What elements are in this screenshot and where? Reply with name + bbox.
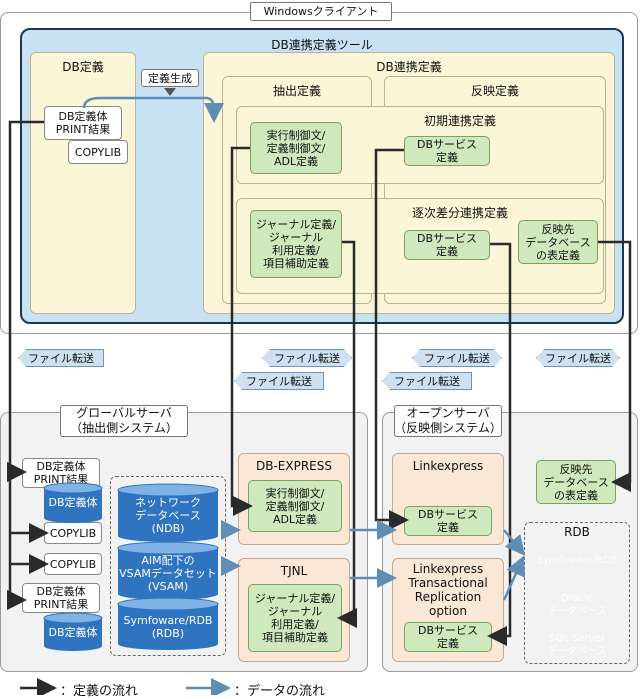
rdb-group	[524, 522, 630, 664]
db-def-copylib: COPYLIB	[68, 140, 128, 164]
rdb-item-oracle: Oracle データベース	[547, 593, 607, 617]
rdb-item-symfoware: Symfoware/RDB	[536, 555, 618, 566]
diff-db-service-box: DBサービス 定義	[404, 230, 490, 260]
open-server-title: オープンサーバ （反映側システム）	[394, 405, 502, 437]
gen-label: 定義生成	[141, 69, 199, 87]
rdb-item-sqlserver: SQL Server データベース	[547, 633, 607, 657]
tjnl-journal-box: ジャーナル定義/ ジャーナル 利用定義/ 項目補助定義	[248, 584, 342, 652]
network-db-label: ネットワーク データベース (NDB)	[135, 496, 201, 535]
global-copylib-2: COPYLIB	[44, 553, 102, 575]
db-def-cylinder-1	[43, 482, 103, 523]
linkexpress-title: Linkexpress	[412, 459, 484, 473]
symfoware-global-cylinder	[117, 597, 219, 650]
init-db-service-box: DBサービス 定義	[404, 136, 490, 166]
legend-data-flow: ：データの流れ	[234, 684, 326, 699]
ltr-db-service-box: DBサービス 定義	[404, 622, 492, 652]
global-server-title: グローバルサーバ （抽出側システム）	[60, 405, 188, 437]
link-def-title: DB連携定義	[376, 60, 442, 74]
network-db-cylinder	[117, 483, 219, 542]
vsam-label: AIM配下の VSAMデータセット (VSAM)	[119, 554, 217, 593]
vsam-cylinder	[117, 541, 219, 600]
symfoware-global-label: Symfoware/RDB (RDB)	[123, 614, 213, 640]
file-transfer-tag-4: ファイル転送	[412, 349, 502, 367]
extract-init-ctrl-box: 実行制御文/ 定義制御文/ ADL定義	[250, 122, 342, 174]
diff-table-def-box: 反映先 データベース の表定義	[518, 220, 598, 264]
file-transfer-tag-3: ファイル転送	[234, 372, 324, 390]
reflect-def-title: 反映定義	[470, 84, 519, 98]
tjnl-title: TJNL	[280, 564, 308, 578]
extract-diff-journal-box: ジャーナル定義/ ジャーナル 利用定義/ 項目補助定義	[250, 210, 342, 278]
db-def-cylinder-2-label: DB定義体	[48, 626, 98, 639]
db-def-cylinder-2	[43, 612, 103, 651]
init-link-title: 初期連携定義	[423, 114, 496, 128]
linkexpress-db-service-box: DBサービス 定義	[404, 506, 492, 536]
file-transfer-tag-2: ファイル転送	[262, 349, 352, 367]
diff-link-title: 逐次差分連携定義	[411, 206, 508, 220]
tool-title: DB連携定義ツール	[271, 38, 373, 52]
db-express-title: DB-EXPRESS	[256, 459, 332, 473]
db-def-title: DB定義	[62, 60, 104, 74]
open-table-def-box: 反映先 データベース の表定義	[536, 460, 616, 504]
rdb-title: RDB	[564, 525, 590, 539]
legend-def-flow: ：定義の流れ	[60, 684, 139, 699]
ltr-title: Linkexpress Transactional Replication op…	[408, 562, 488, 618]
db-def-box	[30, 52, 136, 314]
db-def-cylinder-1-label: DB定義体	[48, 496, 98, 509]
db-express-ctrl-box: 実行制御文/ 定義制御文/ ADL定義	[248, 480, 342, 532]
extract-def-title: 抽出定義	[272, 84, 321, 98]
windows-client-label: Windowsクライアント	[250, 2, 392, 21]
file-transfer-tag-5: ファイル転送	[382, 372, 472, 390]
